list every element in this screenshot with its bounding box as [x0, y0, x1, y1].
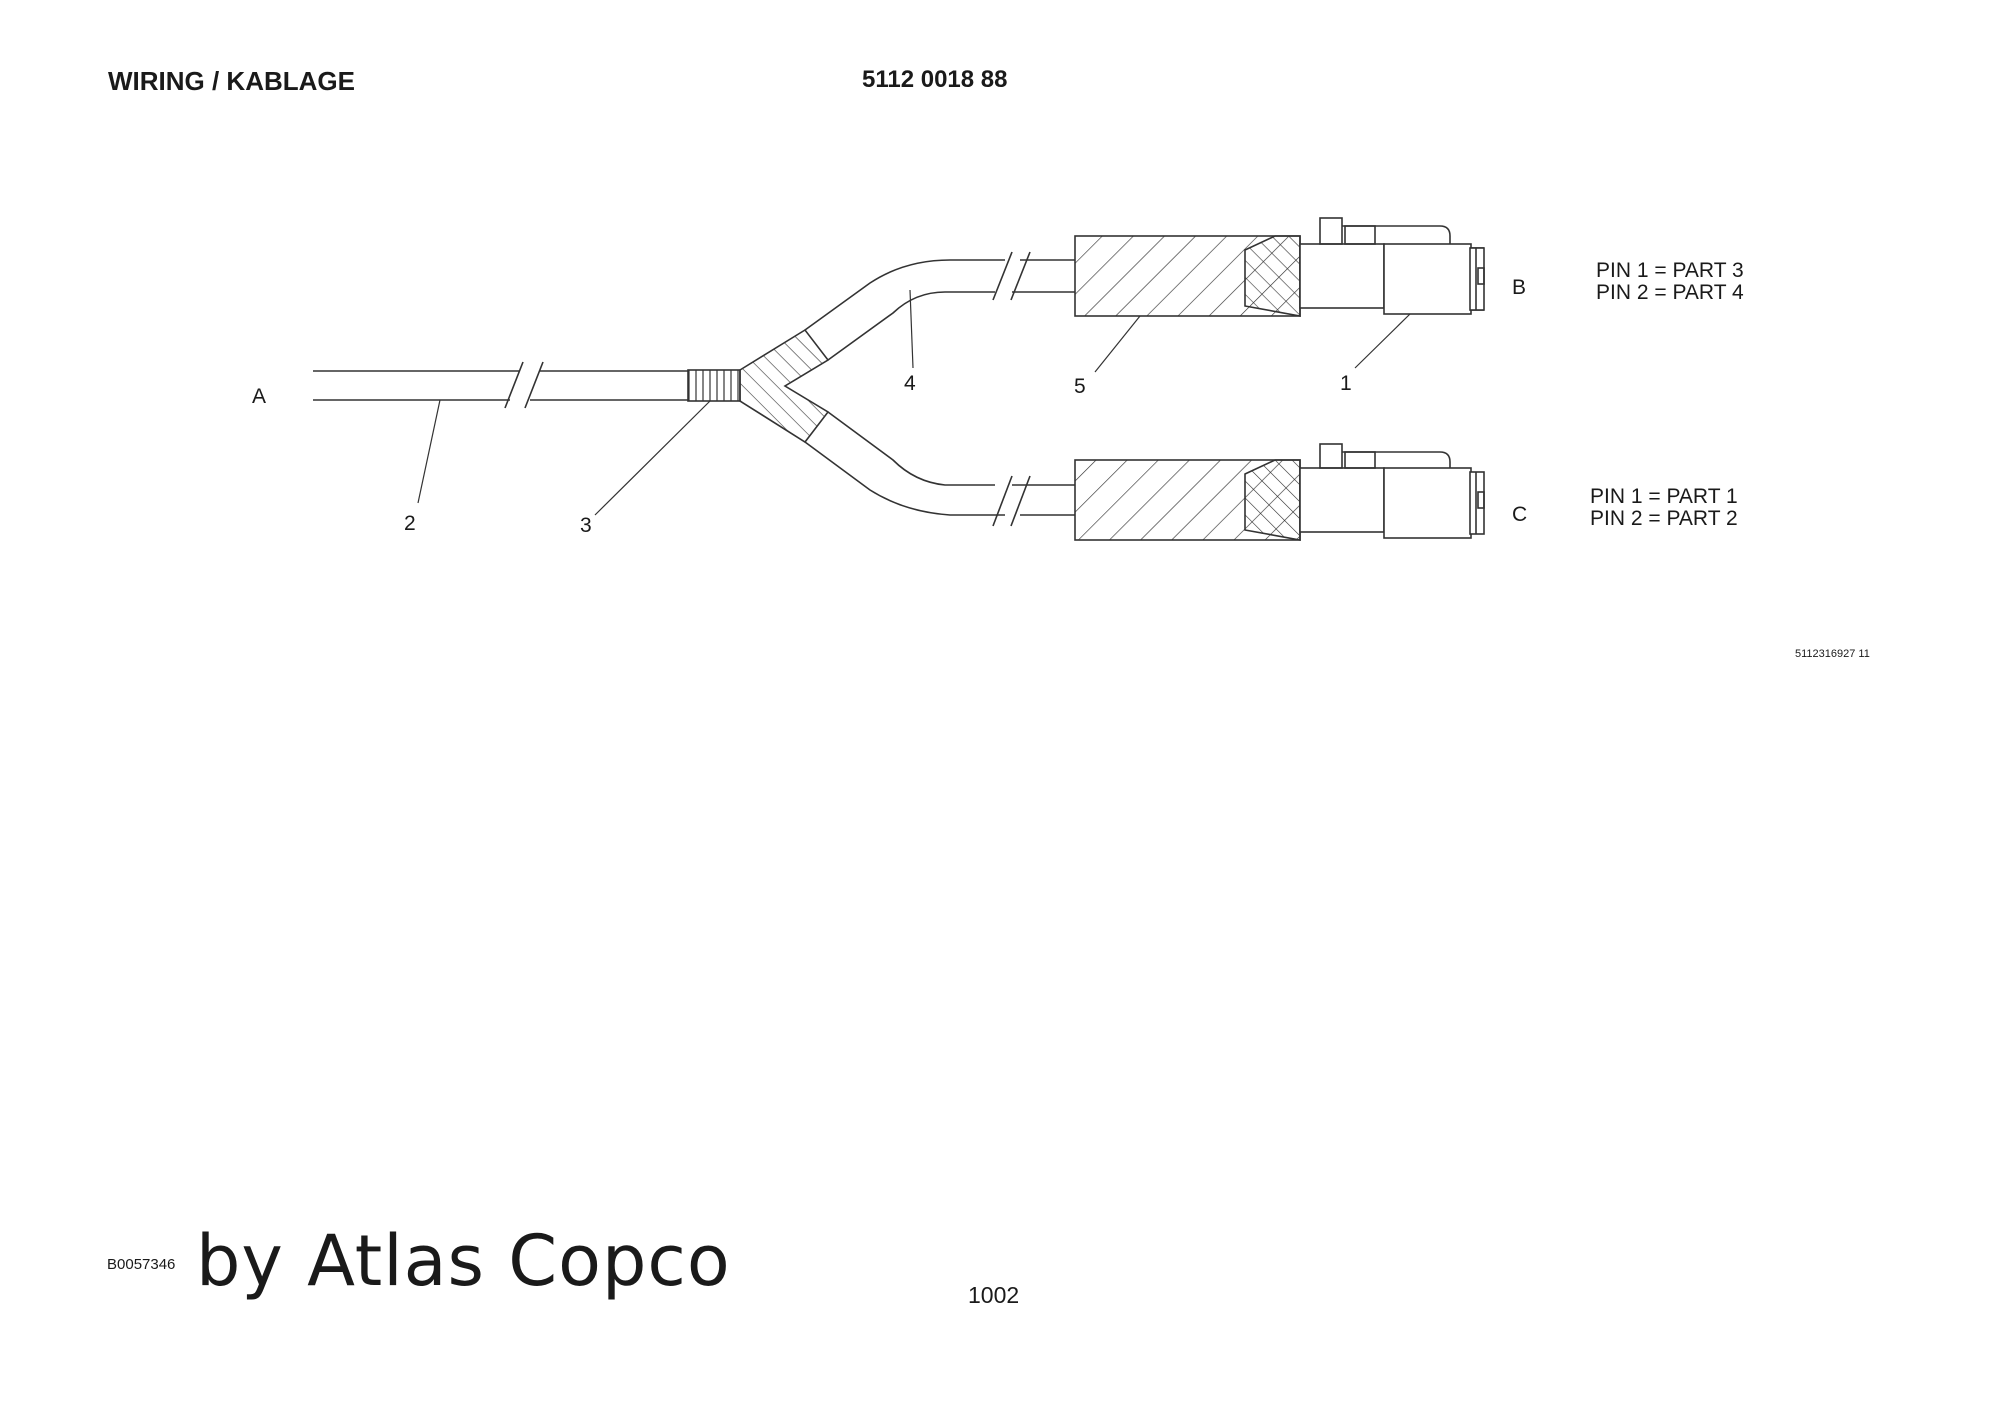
lower-boot: [1074, 459, 1301, 541]
document-code: B0057346: [107, 1256, 176, 1273]
main-cable: [313, 361, 688, 409]
drawing-title: WIRING / KABLAGE: [108, 66, 355, 96]
end-label-b: B: [1512, 276, 1526, 299]
splice-sleeve: [687, 328, 830, 444]
pin-note-c-1: PIN 1 = PART 1: [1590, 485, 1738, 508]
pin-note-b-1: PIN 1 = PART 3: [1596, 259, 1744, 282]
brand-text: by Atlas Copco: [196, 1220, 731, 1302]
drawing-reference: 5112316927 11: [1795, 648, 1870, 660]
lower-branch-cable: [804, 411, 1075, 527]
callout-1: 1: [1340, 372, 1352, 395]
end-label-c: C: [1512, 503, 1527, 526]
callout-3: 3: [580, 514, 592, 537]
part-number: 5112 0018 88: [862, 66, 1008, 93]
connector-c: [1299, 443, 1485, 539]
page-number: 1002: [968, 1282, 1020, 1308]
callout-5: 5: [1074, 375, 1086, 398]
end-label-a: A: [252, 385, 266, 408]
callout-4: 4: [904, 372, 916, 395]
callout-2: 2: [404, 512, 416, 535]
leader-lines: [417, 289, 1411, 516]
upper-branch-cable: [804, 251, 1075, 361]
pin-note-b-2: PIN 2 = PART 4: [1596, 281, 1744, 304]
pin-note-c-2: PIN 2 = PART 2: [1590, 507, 1738, 530]
upper-boot: [1074, 235, 1301, 317]
connector-b: [1299, 217, 1485, 315]
